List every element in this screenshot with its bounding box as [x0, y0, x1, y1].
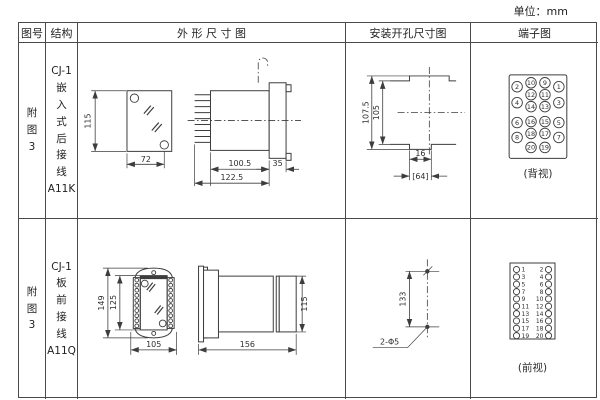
row1-mounting-cell: 107.5 105 16 [64]	[346, 43, 471, 219]
dim-notch-width-label: 16	[415, 149, 425, 158]
terminal-number: 2	[515, 83, 519, 91]
dim-total-depth-label: 156	[240, 340, 255, 349]
terminal-number: 9	[522, 296, 526, 303]
row2-terminal-cell: 1 3 5 7 9 11 13 15 17 19 2 4 6 8 10 12 1	[471, 219, 598, 399]
row2-mounting-cell: 133 2-Φ5	[346, 219, 471, 399]
row2-side-view: 115 156	[198, 265, 309, 355]
terminal-number: 12	[527, 91, 535, 99]
dimension-table: 图号 结构 外 形 尺 寸 图 安装开孔尺寸图 端子图 附 图 3 CJ-1 嵌…	[18, 22, 598, 399]
view-label-back: (背视)	[523, 167, 552, 180]
terminal-number: 11	[522, 304, 530, 311]
row2-outline-cell: 149 125 105 115	[78, 219, 346, 399]
terminal-number: 17	[541, 130, 549, 138]
dim-flange-depth-label: 35	[273, 159, 283, 168]
terminal-number: 15	[522, 318, 530, 325]
handle-centerline	[257, 57, 269, 83]
terminal-number: 5	[557, 119, 561, 127]
row2-outline-drawing: 149 125 105 115	[97, 265, 309, 355]
units-label: 单位：mm	[513, 5, 568, 18]
terminal-number: 6	[540, 281, 544, 288]
terminal-number: 20	[536, 333, 544, 340]
row1-front-view: 115 72	[84, 90, 173, 169]
terminal-circles-front-view: 1 3 5 7 9 11 13 15 17 19 2 4 6 8 10 12 1	[512, 265, 553, 340]
terminal-number: 17	[522, 326, 530, 333]
terminal-number: 19	[541, 144, 549, 152]
terminal-number: 13	[541, 103, 549, 111]
terminal-number: 11	[541, 91, 549, 99]
row1-fig-no: 附 图 3	[19, 43, 46, 219]
terminal-number: 8	[540, 289, 544, 296]
terminal-number: 7	[522, 289, 526, 296]
terminal-number: 1	[522, 267, 526, 274]
row1-outline-cell: 115 72 100.5 35	[78, 43, 346, 219]
header-terminal: 端子图	[471, 23, 598, 43]
terminal-number: 14	[527, 103, 535, 111]
terminal-number: 1	[557, 83, 561, 91]
dim-inner-height-label: 125	[109, 295, 118, 310]
row2-mounting-drawing: 133 2-Φ5	[372, 259, 440, 349]
terminal-number: 16	[527, 118, 535, 126]
dim-outer-height-label: 107.5	[361, 101, 370, 124]
row1-terminal-diagram: 10 12 14 16 18 20 9 11 13 15 17 19 2 4 6…	[508, 74, 568, 180]
terminal-number: 2	[540, 267, 544, 274]
row2-front-view: 149 125 105	[97, 267, 177, 355]
dim-outer-height-label: 149	[97, 295, 106, 310]
terminal-number: 4	[540, 274, 544, 281]
view-label-front: (前视)	[518, 361, 547, 374]
terminal-number: 13	[522, 311, 530, 318]
terminal-number: 19	[522, 333, 530, 340]
dim-body-height-label: 115	[300, 296, 309, 311]
row1-side-view: 100.5 35 122.5	[187, 57, 301, 187]
terminal-number: 3	[557, 99, 561, 107]
row2-structure: CJ-1 板 前 接 线 A11Q	[46, 219, 78, 399]
header-mounting: 安装开孔尺寸图	[346, 23, 471, 43]
row2-fig-no: 附 图 3	[19, 219, 46, 399]
terminal-number: 20	[527, 144, 535, 152]
dim-width-label: [64]	[412, 172, 428, 181]
header-structure: 结构	[46, 23, 78, 43]
dim-width-label: 105	[146, 340, 161, 349]
terminal-number: 10	[527, 79, 535, 87]
header-fig-no: 图号	[19, 23, 46, 43]
leader-line	[372, 326, 428, 349]
dim-inner-height-label: 105	[372, 105, 381, 120]
terminal-number: 15	[541, 118, 549, 126]
terminal-number: 7	[557, 134, 561, 142]
terminal-number: 18	[536, 326, 544, 333]
terminal-number: 16	[536, 318, 544, 325]
row2-terminal-diagram: 1 3 5 7 9 11 13 15 17 19 2 4 6 8 10 12 1	[509, 262, 556, 374]
terminal-number: 9	[543, 79, 547, 87]
row1-mounting-drawing: 107.5 105 16 [64]	[361, 67, 466, 181]
row1-outline-drawing: 115 72 100.5 35	[84, 57, 301, 187]
dim-hole-spacing-label: 133	[399, 292, 408, 307]
row1-terminal-cell: 10 12 14 16 18 20 9 11 13 15 17 19 2 4 6…	[471, 43, 598, 219]
hole-diameter-label: 2-Φ5	[380, 338, 399, 347]
terminal-number: 8	[515, 134, 519, 142]
dim-body-depth-label: 100.5	[228, 159, 251, 168]
terminal-number: 3	[522, 274, 526, 281]
row1-structure: CJ-1 嵌 入 式 后 接 线 A11K	[46, 43, 78, 219]
terminal-circles-back-view: 10 12 14 16 18 20 9 11 13 15 17 19 2 4 6…	[511, 77, 565, 154]
terminal-number: 6	[515, 119, 519, 127]
terminal-number: 12	[536, 304, 544, 311]
terminal-number: 14	[536, 311, 544, 318]
terminal-strip-dots	[134, 277, 173, 329]
terminal-number: 4	[515, 99, 519, 107]
dim-total-depth-label: 122.5	[221, 173, 244, 182]
header-outline: 外 形 尺 寸 图	[78, 23, 346, 43]
terminal-number: 5	[522, 281, 526, 288]
dim-front-width-label: 72	[141, 155, 151, 164]
terminal-number: 10	[536, 296, 544, 303]
terminal-number: 18	[527, 130, 535, 138]
dim-front-height-label: 115	[84, 113, 93, 128]
